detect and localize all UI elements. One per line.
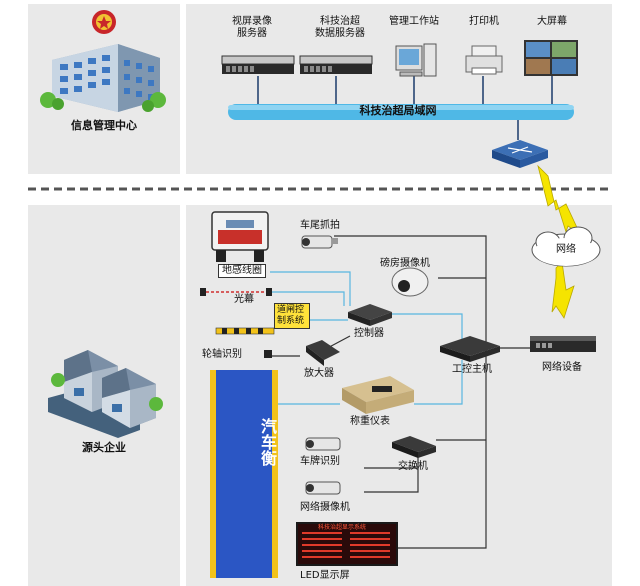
- network-cloud-icon: [531, 226, 601, 267]
- label-data-server: 科技治超数据服务器: [315, 16, 365, 39]
- cloud-label: 网络: [556, 244, 576, 255]
- site-wiring: [268, 235, 530, 549]
- video-server-icon: [221, 55, 295, 74]
- label-netcam: 网络摄像机: [300, 502, 350, 513]
- info-center-label: 信息管理中心: [71, 119, 137, 132]
- label-led: LED显示屏: [300, 570, 350, 581]
- factory-building-icon: [48, 350, 163, 438]
- label-tail-camera: 车尾抓拍: [300, 220, 340, 231]
- router-icon: [492, 140, 548, 168]
- label-workstation: 管理工作站: [389, 16, 439, 27]
- printer-icon: [465, 45, 503, 75]
- lightning-upper-icon: [537, 164, 581, 236]
- label-amplifier: 放大器: [304, 368, 334, 379]
- label-booth-camera: 磅房摄像机: [380, 258, 430, 269]
- truck-scale-platform: [210, 370, 278, 578]
- label-ground-coil: 地感线圈: [218, 264, 266, 278]
- big-screen-icon: [524, 40, 578, 76]
- label-gate-system: 道闸控制系统: [274, 303, 310, 329]
- lightning-lower-icon: [551, 261, 575, 319]
- label-plate: 车牌识别: [300, 456, 340, 467]
- ipc-icon: [440, 336, 500, 362]
- lan-label: 科技治超局域网: [359, 104, 437, 117]
- label-weighing: 称重仪表: [350, 416, 390, 427]
- gate-barrier-icon: [215, 327, 275, 335]
- label-big-screen: 大屏幕: [537, 16, 567, 27]
- switch-icon: [392, 436, 436, 458]
- data-server-icon: [299, 55, 373, 74]
- tail-camera-icon: [301, 235, 338, 249]
- weighing-indicator-icon: [342, 376, 414, 414]
- label-light-curtain: 光幕: [234, 294, 254, 305]
- lan-panel: [186, 4, 612, 174]
- network-device-icon: [530, 336, 596, 352]
- booth-camera-icon: [391, 267, 429, 297]
- network-camera-icon: [305, 481, 341, 495]
- label-video-server: 视屏录像服务器: [232, 16, 272, 39]
- lan-drop-lines: [257, 76, 553, 140]
- light-curtain-icon: [200, 288, 272, 296]
- axle-sensor-icon: [264, 350, 272, 358]
- plate-camera-icon: [305, 437, 341, 451]
- label-printer: 打印机: [469, 16, 499, 27]
- label-controller: 控制器: [354, 328, 384, 339]
- government-building-icon: [40, 10, 166, 112]
- workstation-icon: [395, 43, 437, 77]
- truck-icon: [211, 211, 269, 262]
- enterprise-label: 源头企业: [82, 441, 126, 454]
- net-device-label: 网络设备: [542, 362, 582, 373]
- led-screen-title: 科技治超显示系统: [318, 524, 367, 531]
- led-screen-icon: [296, 522, 398, 566]
- amplifier-icon: [306, 340, 340, 366]
- label-switch: 交换机: [398, 461, 428, 472]
- controller-icon: [348, 304, 392, 326]
- label-ipc: 工控主机: [452, 364, 492, 375]
- label-truck-scale: 汽车衡: [258, 418, 277, 466]
- label-axle: 轮轴识别: [202, 349, 242, 360]
- lan-pipe: [228, 104, 574, 120]
